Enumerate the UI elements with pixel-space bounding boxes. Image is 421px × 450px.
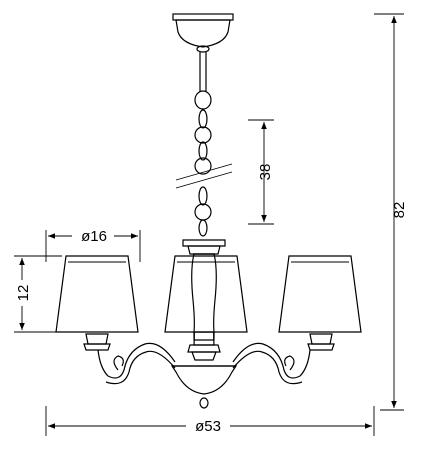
dim-shade-height: 12 [14,255,62,333]
chain-upper [194,109,212,175]
dim-shade-diameter: ø16 [45,226,141,262]
right-socket [307,333,335,351]
left-arm [97,342,176,385]
center-socket [193,331,215,341]
dim-shade-diameter-label: ø16 [81,228,107,245]
chain-break-lines [175,163,233,189]
right-shade [278,255,362,333]
left-socket [83,333,111,351]
dim-total-width-label: ø53 [195,418,221,435]
dim-chain-length: 38 [248,119,274,225]
ceiling-canopy [172,13,234,53]
center-shade [164,253,248,333]
dim-total-height-label: 82 [391,202,408,219]
right-arm [232,342,311,385]
dim-total-width: ø53 [45,406,375,436]
chain-lower [194,186,212,237]
left-shade [55,255,139,333]
dim-total-height: 82 [374,13,408,411]
dim-chain-length-label: 38 [257,164,274,181]
bottom-bowl [170,365,238,409]
ceiling-rod [194,52,212,110]
dim-shade-height-label: 12 [15,285,32,302]
